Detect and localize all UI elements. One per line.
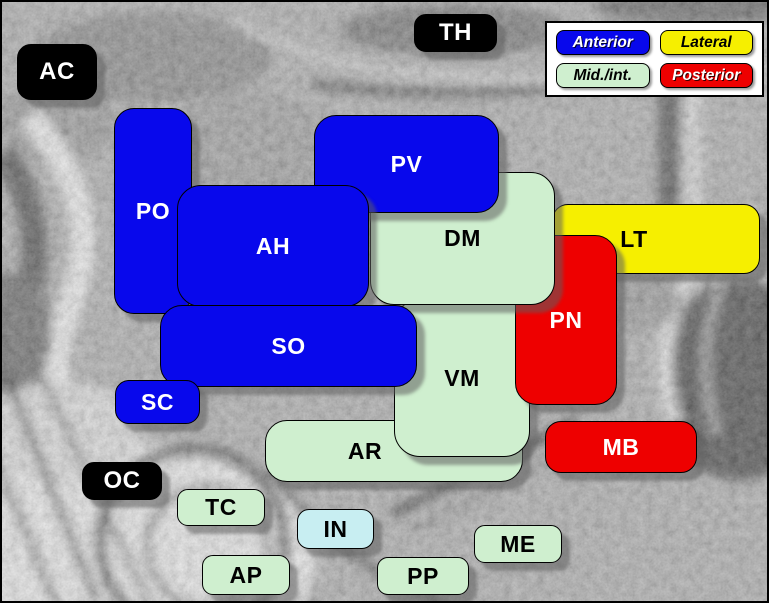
region-MB-label: MB xyxy=(602,433,640,460)
legend-item-anterior[interactable]: Anterior xyxy=(556,30,650,55)
region-SO[interactable]: SO xyxy=(160,305,417,387)
region-AR-label: AR xyxy=(347,437,383,464)
legend-item-mid-internal[interactable]: Mid./int. xyxy=(556,63,650,88)
region-TC-label: TC xyxy=(205,494,237,520)
legend-lateral-label: Lateral xyxy=(680,33,732,51)
region-PP-label: PP xyxy=(407,562,439,589)
region-MB[interactable]: MB xyxy=(545,421,697,473)
legend-mid-internal-label: Mid./int. xyxy=(573,66,633,84)
landmark-AC[interactable]: AC xyxy=(17,44,97,100)
region-AP-label: AP xyxy=(229,561,263,588)
region-ME-label: ME xyxy=(500,530,536,557)
landmark-AC-label: AC xyxy=(39,58,75,85)
region-TC[interactable]: TC xyxy=(177,489,265,526)
region-IN[interactable]: IN xyxy=(297,509,374,549)
region-PO-label: PO xyxy=(135,197,171,224)
region-PN-label: PN xyxy=(549,306,583,333)
landmark-TH[interactable]: TH xyxy=(414,14,497,52)
region-AH-label: AH xyxy=(255,232,291,259)
region-LT-label: LT xyxy=(620,225,648,252)
region-SC[interactable]: SC xyxy=(115,380,200,424)
landmark-OC-label: OC xyxy=(103,467,141,494)
legend-item-lateral[interactable]: Lateral xyxy=(659,30,753,55)
region-PV-label: PV xyxy=(390,150,423,177)
landmark-TH-label: TH xyxy=(439,19,472,46)
region-ME[interactable]: ME xyxy=(474,525,562,563)
region-PP[interactable]: PP xyxy=(377,557,469,595)
legend-posterior-label: Posterior xyxy=(672,66,741,84)
legend-item-posterior[interactable]: Posterior xyxy=(659,63,753,88)
legend: Anterior Lateral Mid./int. Posterior xyxy=(545,21,764,97)
legend-anterior-label: Anterior xyxy=(572,33,633,51)
region-IN-label: IN xyxy=(323,515,348,542)
region-SC-label: SC xyxy=(141,388,174,415)
region-DM-label: DM xyxy=(444,225,481,251)
landmark-OC[interactable]: OC xyxy=(82,462,162,500)
region-AH[interactable]: AH xyxy=(177,185,369,307)
region-SO-label: SO xyxy=(271,332,306,359)
region-VM-label: VM xyxy=(444,364,480,391)
region-AP[interactable]: AP xyxy=(202,555,290,595)
